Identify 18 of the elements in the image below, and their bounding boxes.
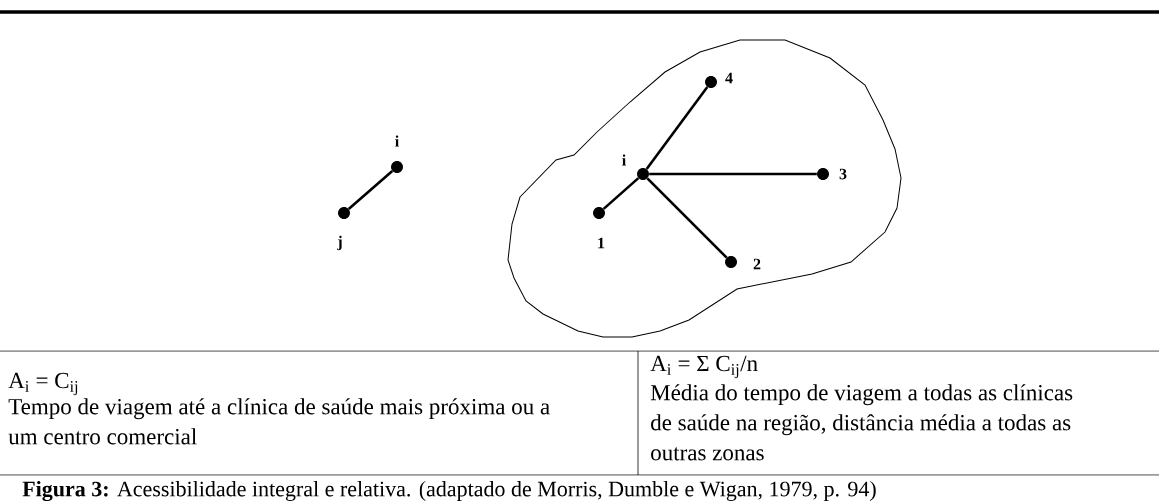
cell-text: Tempo de viagem até a clínica de saúde mais próxima ou a um centro comercial [8,398,550,445]
formula-text: A$_{i}$ = Σ C$_{ij}$/n [650,355,758,379]
connecting-line [645,86,709,170]
region-outline [507,39,902,338]
point-label: 1 [598,237,605,249]
point-label: 3 [839,168,847,180]
connecting-line [347,170,394,210]
figure-caption: Figura 3: Acessibilidade integral e relativa. (adaptado de Morris, Dumble e Wigan, 1979, p. 94) [22,480,876,501]
connecting-line [649,172,817,176]
formula-text: A$_{i}$ = C$_{ij}$ [8,372,78,396]
cell-text: Média do tempo de viagem a todas as clínicas de saúde na região, distância média a todas as outras zonas [650,384,1073,461]
connecting-line [602,177,640,210]
point-label: 4 [725,72,733,84]
point-label: i [395,135,399,147]
connecting-line [646,177,728,259]
point-label: i [622,154,626,166]
point-label: j [337,235,342,251]
point-label: 2 [753,258,761,270]
